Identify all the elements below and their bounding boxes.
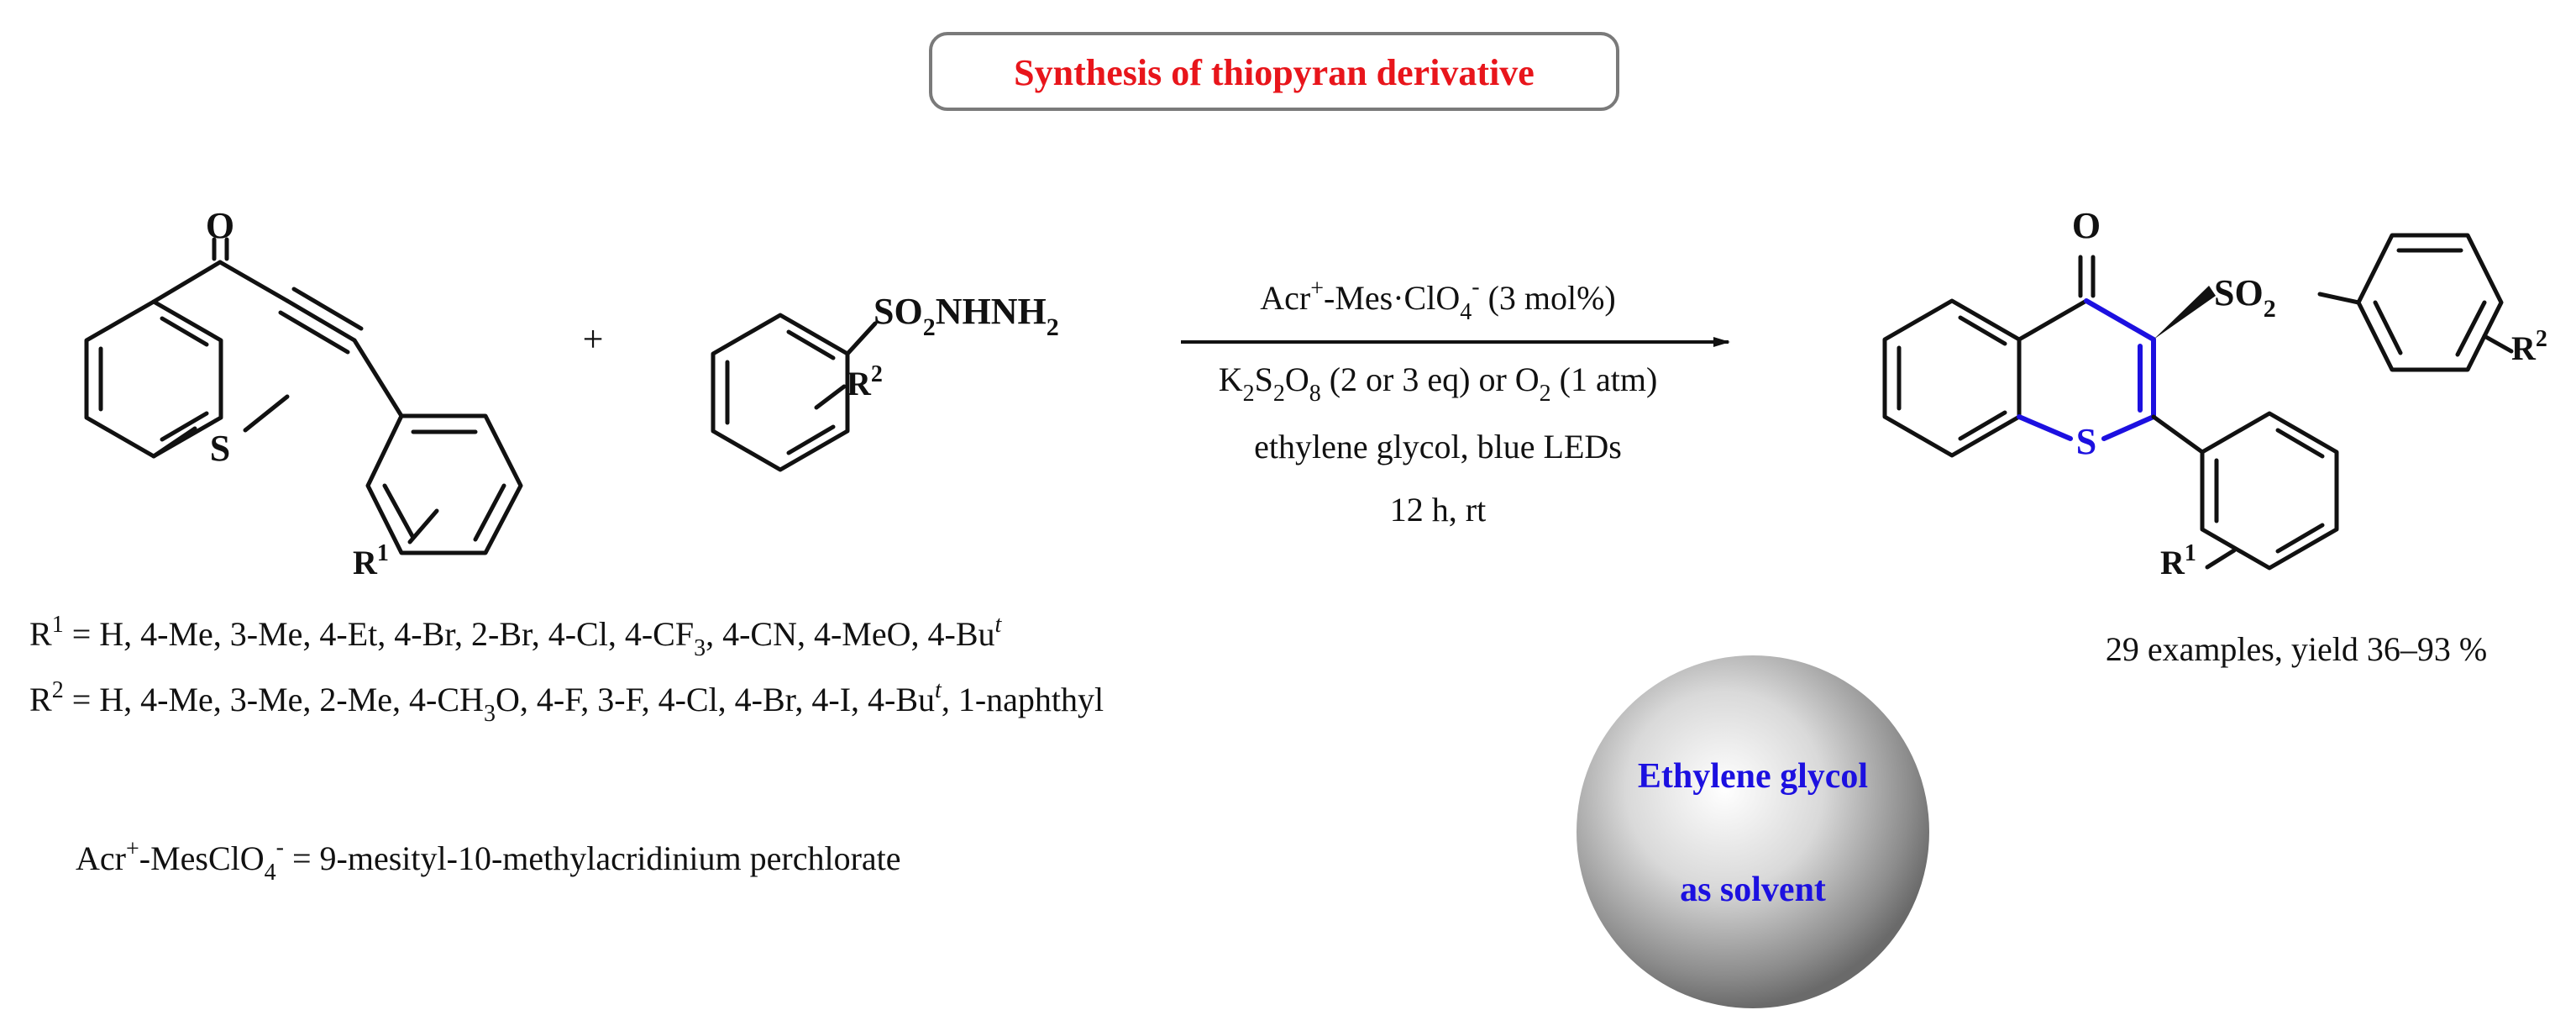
reagent-1-r1-label: R1	[353, 540, 389, 581]
thioether-methyl-bond	[243, 394, 290, 433]
product-sulfur: S	[2076, 421, 2096, 462]
r1-substituent-bond	[407, 508, 439, 544]
conditions-solvent-light: ethylene glycol, blue LEDs	[1254, 428, 1622, 466]
product-2-aryl-ring	[2200, 411, 2339, 571]
reagent-2-r2-label: R2	[847, 361, 883, 402]
product-carbonyl-o: O	[2072, 205, 2101, 246]
r2-scope-line: R2 = H, 4-Me, 3-Me, 2-Me, 4-CH3O, 4-F, 3…	[29, 677, 1104, 727]
r2-substituent-bond	[814, 384, 847, 410]
product-r1-bond	[2205, 548, 2237, 570]
conditions-time-temp: 12 h, rt	[1390, 491, 1486, 529]
sphere-line-1: Ethylene glycol	[1638, 757, 1868, 796]
r1-scope-line: R1 = H, 4-Me, 3-Me, 4-Et, 4-Br, 2-Br, 4-…	[29, 612, 1003, 661]
product-r1-label: R1	[2160, 540, 2196, 581]
title-text: Synthesis of thiopyran derivative	[1014, 52, 1535, 93]
alkyne-triple-bond	[278, 287, 364, 355]
reagent-2-structure: SO2NHNH2 R2	[711, 291, 1059, 472]
conditions-oxidant: K2S2O8 (2 or 3 eq) or O2 (1 atm)	[1219, 360, 1658, 407]
product-carbonyl-bond	[2017, 298, 2089, 342]
product-sulfonyl-label: SO2	[2214, 272, 2276, 323]
product-r2-label: R2	[2511, 326, 2547, 367]
thiopyran-ring-blue	[2017, 298, 2156, 441]
product-structure: O S SO2 R2 R1	[1882, 205, 2547, 581]
thioether-bond-ring	[151, 426, 197, 459]
product-wedge-bond	[2154, 286, 2216, 339]
ketone-bond	[151, 260, 223, 304]
title-box: Synthesis of thiopyran derivative	[929, 32, 1619, 111]
reagent-1-aryl-ring	[365, 413, 523, 555]
catalyst-definition: Acr+-MesClO4- = 9-mesityl-10-methylacrid…	[76, 834, 901, 886]
yield-summary: 29 examples, yield 36–93 %	[2106, 630, 2487, 668]
reagent-1-carbonyl-o: O	[206, 205, 234, 246]
sulfonyl-bond	[845, 321, 878, 356]
sulfonyl-hydrazide-label: SO2NHNH2	[874, 291, 1059, 341]
reagent-1-benzene-ring	[84, 299, 223, 459]
sphere-line-2: as solvent	[1680, 871, 1826, 909]
reagent-2-benzene-ring	[711, 313, 850, 472]
product-r2-bond	[2482, 334, 2514, 354]
plus-sign: +	[583, 318, 604, 360]
product-benzo-ring	[1882, 298, 2022, 458]
conditions-catalyst: Acr+-Mes·ClO4- (3 mol%)	[1260, 274, 1616, 325]
reagent-1-sulfur: S	[210, 428, 230, 469]
reagent-1-structure: O R1 S	[84, 205, 523, 581]
solvent-sphere: Ethylene glycol as solvent	[1577, 655, 1929, 1008]
product-sulfonyl-aryl-ring	[2356, 233, 2504, 372]
